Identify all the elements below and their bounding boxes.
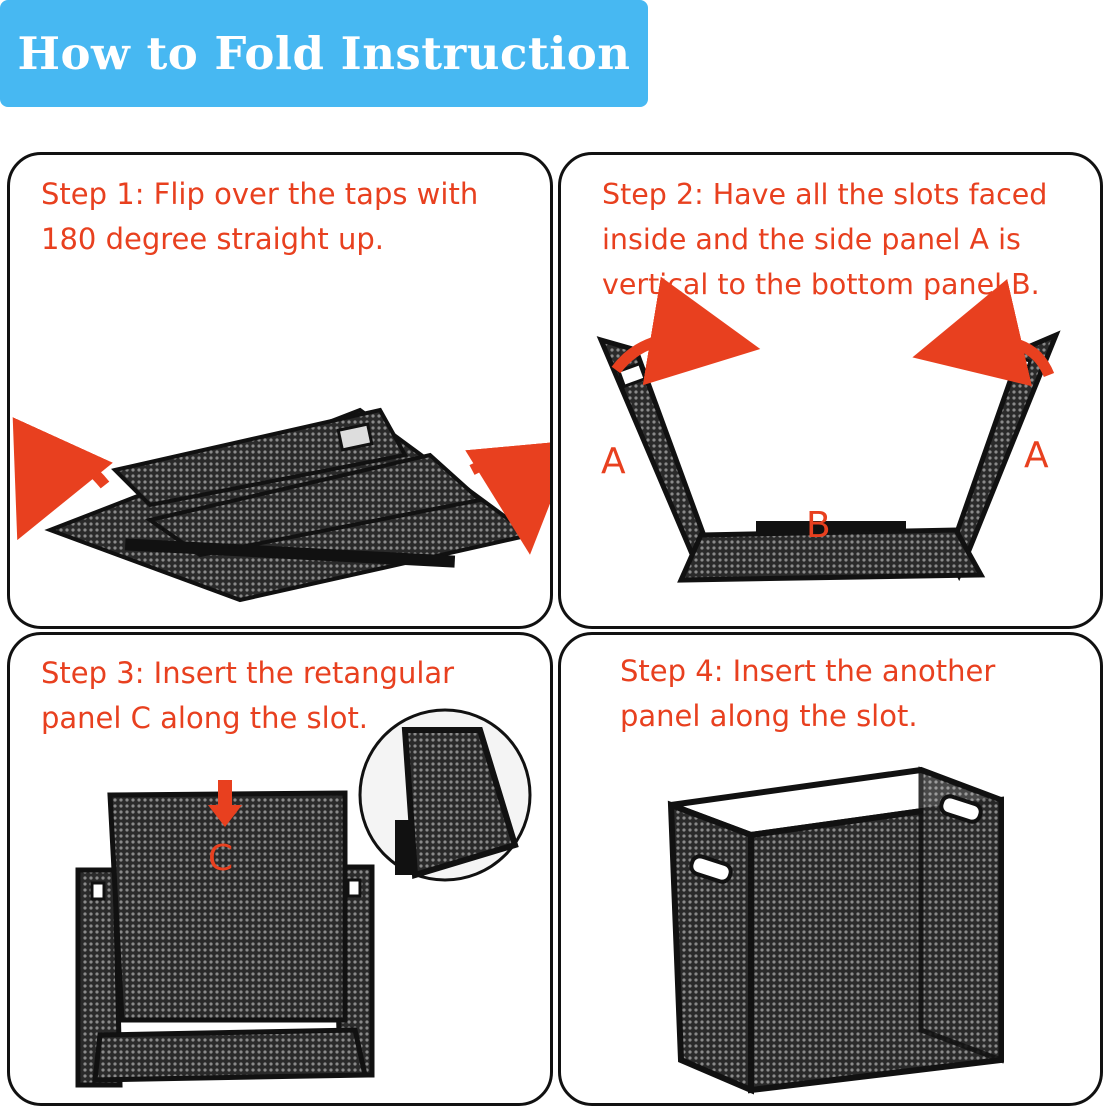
title-banner: How to Fold Instruction [0, 0, 648, 107]
bottom-panel [92, 1027, 369, 1083]
step-4-illustration [667, 766, 1004, 1095]
step-2-panel: Step 2: Have all the slots faced inside … [558, 152, 1103, 629]
step-3-illustration: C [75, 708, 532, 1088]
label-b: B [806, 505, 831, 546]
handle-slot [336, 422, 374, 452]
handle-right [939, 794, 983, 824]
step-1-text: Step 1: Flip over the taps with 180 degr… [41, 177, 479, 256]
back-panel [918, 766, 1004, 1064]
handle-slot-right [346, 878, 362, 898]
step-4-text: Step 4: Insert the another panel along t… [620, 654, 996, 733]
rotate-arrow-right-icon [912, 279, 1055, 387]
handle-left [689, 854, 733, 884]
bottom-tab [124, 538, 456, 568]
flip-arrow-left-icon [12, 417, 113, 541]
label-a-left: A [601, 441, 626, 482]
handle-slot-left [617, 361, 647, 389]
step-4-panel: Step 4: Insert the another panel along t… [558, 632, 1103, 1106]
bottom-tab [756, 521, 906, 533]
step-1-illustration [12, 407, 550, 603]
step-2-illustration: A A B [596, 276, 1061, 583]
bottom-panel-b [677, 527, 986, 583]
page-title: How to Fold Instruction [17, 27, 631, 80]
flat-mesh-panel-top [111, 407, 409, 508]
flip-arrow-right-icon [465, 440, 550, 555]
zoom-slot-bracket [395, 820, 413, 875]
rotate-arrow-left-icon [611, 276, 761, 386]
step-1-panel: Step 1: Flip over the taps with 180 degr… [7, 152, 553, 629]
handle-slot-left [90, 881, 106, 901]
panel-c [107, 790, 348, 1023]
label-c: C [208, 838, 233, 879]
label-a-right: A [1024, 435, 1049, 476]
side-panel-left [667, 800, 754, 1095]
step-3-panel: Step 3: Insert the retangular panel C al… [7, 632, 553, 1106]
insert-arrow-shaft [218, 780, 232, 810]
step-3-text: Step 3: Insert the retangular panel C al… [41, 656, 455, 735]
insert-arrow-down-icon [208, 805, 242, 827]
side-panel-left [75, 867, 123, 1088]
